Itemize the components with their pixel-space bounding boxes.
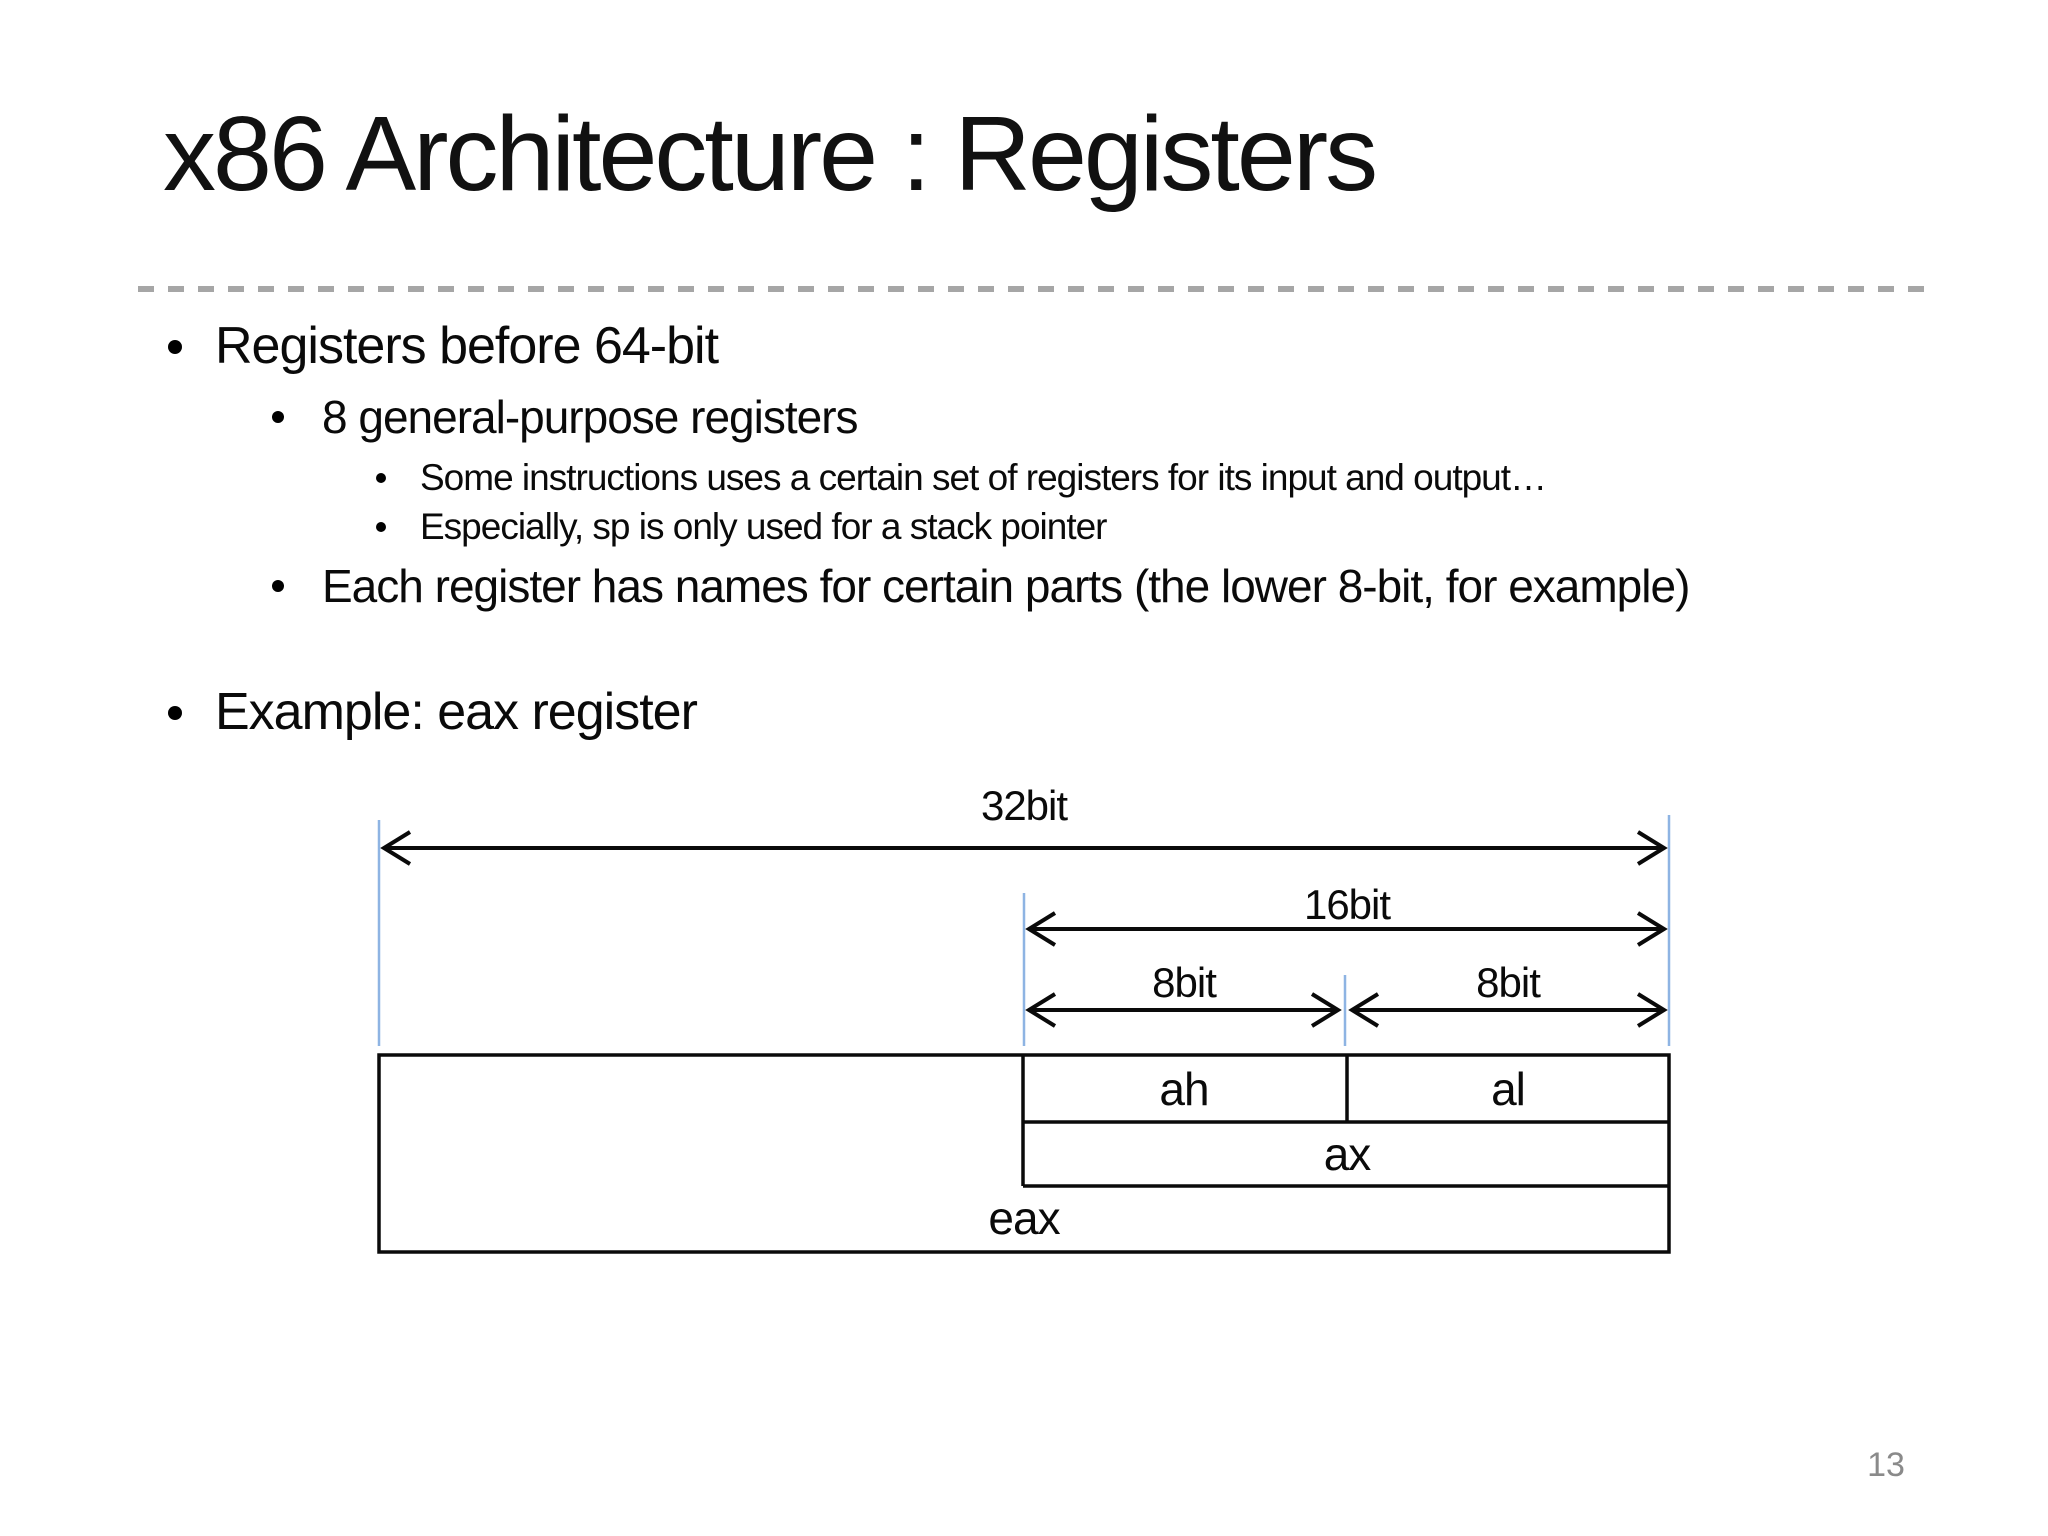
page-title: x86 Architecture : Registers: [163, 95, 1378, 213]
bullet-text: Some instructions uses a certain set of …: [420, 457, 1547, 498]
bullet-text: Each register has names for certain part…: [322, 560, 1690, 612]
dim-label-8bit-low: 8bit: [1476, 959, 1541, 1006]
bullet-text: Registers before 64-bit: [215, 317, 719, 375]
bullet-item: Each register has names for certain part…: [272, 559, 1722, 613]
bullet-dot: [272, 559, 322, 613]
bullet-item: Registers before 64-bit: [168, 316, 719, 377]
bullet-dot: [376, 456, 420, 500]
page-number: 13: [1867, 1446, 1905, 1484]
dim-label-32bit: 32bit: [980, 782, 1068, 829]
bullet-text: Example: eax register: [215, 683, 698, 741]
register-cell-label-ah: ah: [1159, 1063, 1209, 1115]
dim-label-8bit-high: 8bit: [1152, 959, 1217, 1006]
bullet-text: Especially, sp is only used for a stack …: [420, 506, 1107, 547]
register-cell-label-al: al: [1491, 1063, 1526, 1115]
register-boxes: [377, 1053, 1671, 1254]
bullet-dot: [376, 505, 420, 549]
dimension-arrows: [380, 830, 1668, 1028]
bullet-dot: [168, 316, 215, 377]
bullet-item: 8 general-purpose registers: [272, 390, 859, 444]
bullet-item: Especially, sp is only used for a stack …: [376, 505, 1107, 549]
register-cell-label-eax: eax: [988, 1192, 1060, 1244]
bullet-text: 8 general-purpose registers: [322, 391, 859, 443]
dim-label-16bit: 16bit: [1303, 881, 1391, 928]
bullet-dot: [272, 390, 322, 444]
dimension-guide-lines: [377, 815, 1671, 1046]
bullet-dot: [168, 682, 215, 743]
title-dashed-divider: [138, 286, 1934, 292]
bullet-item: Example: eax register: [168, 682, 698, 743]
register-cell-label-ax: ax: [1323, 1128, 1372, 1180]
bullet-item: Some instructions uses a certain set of …: [376, 456, 1547, 500]
